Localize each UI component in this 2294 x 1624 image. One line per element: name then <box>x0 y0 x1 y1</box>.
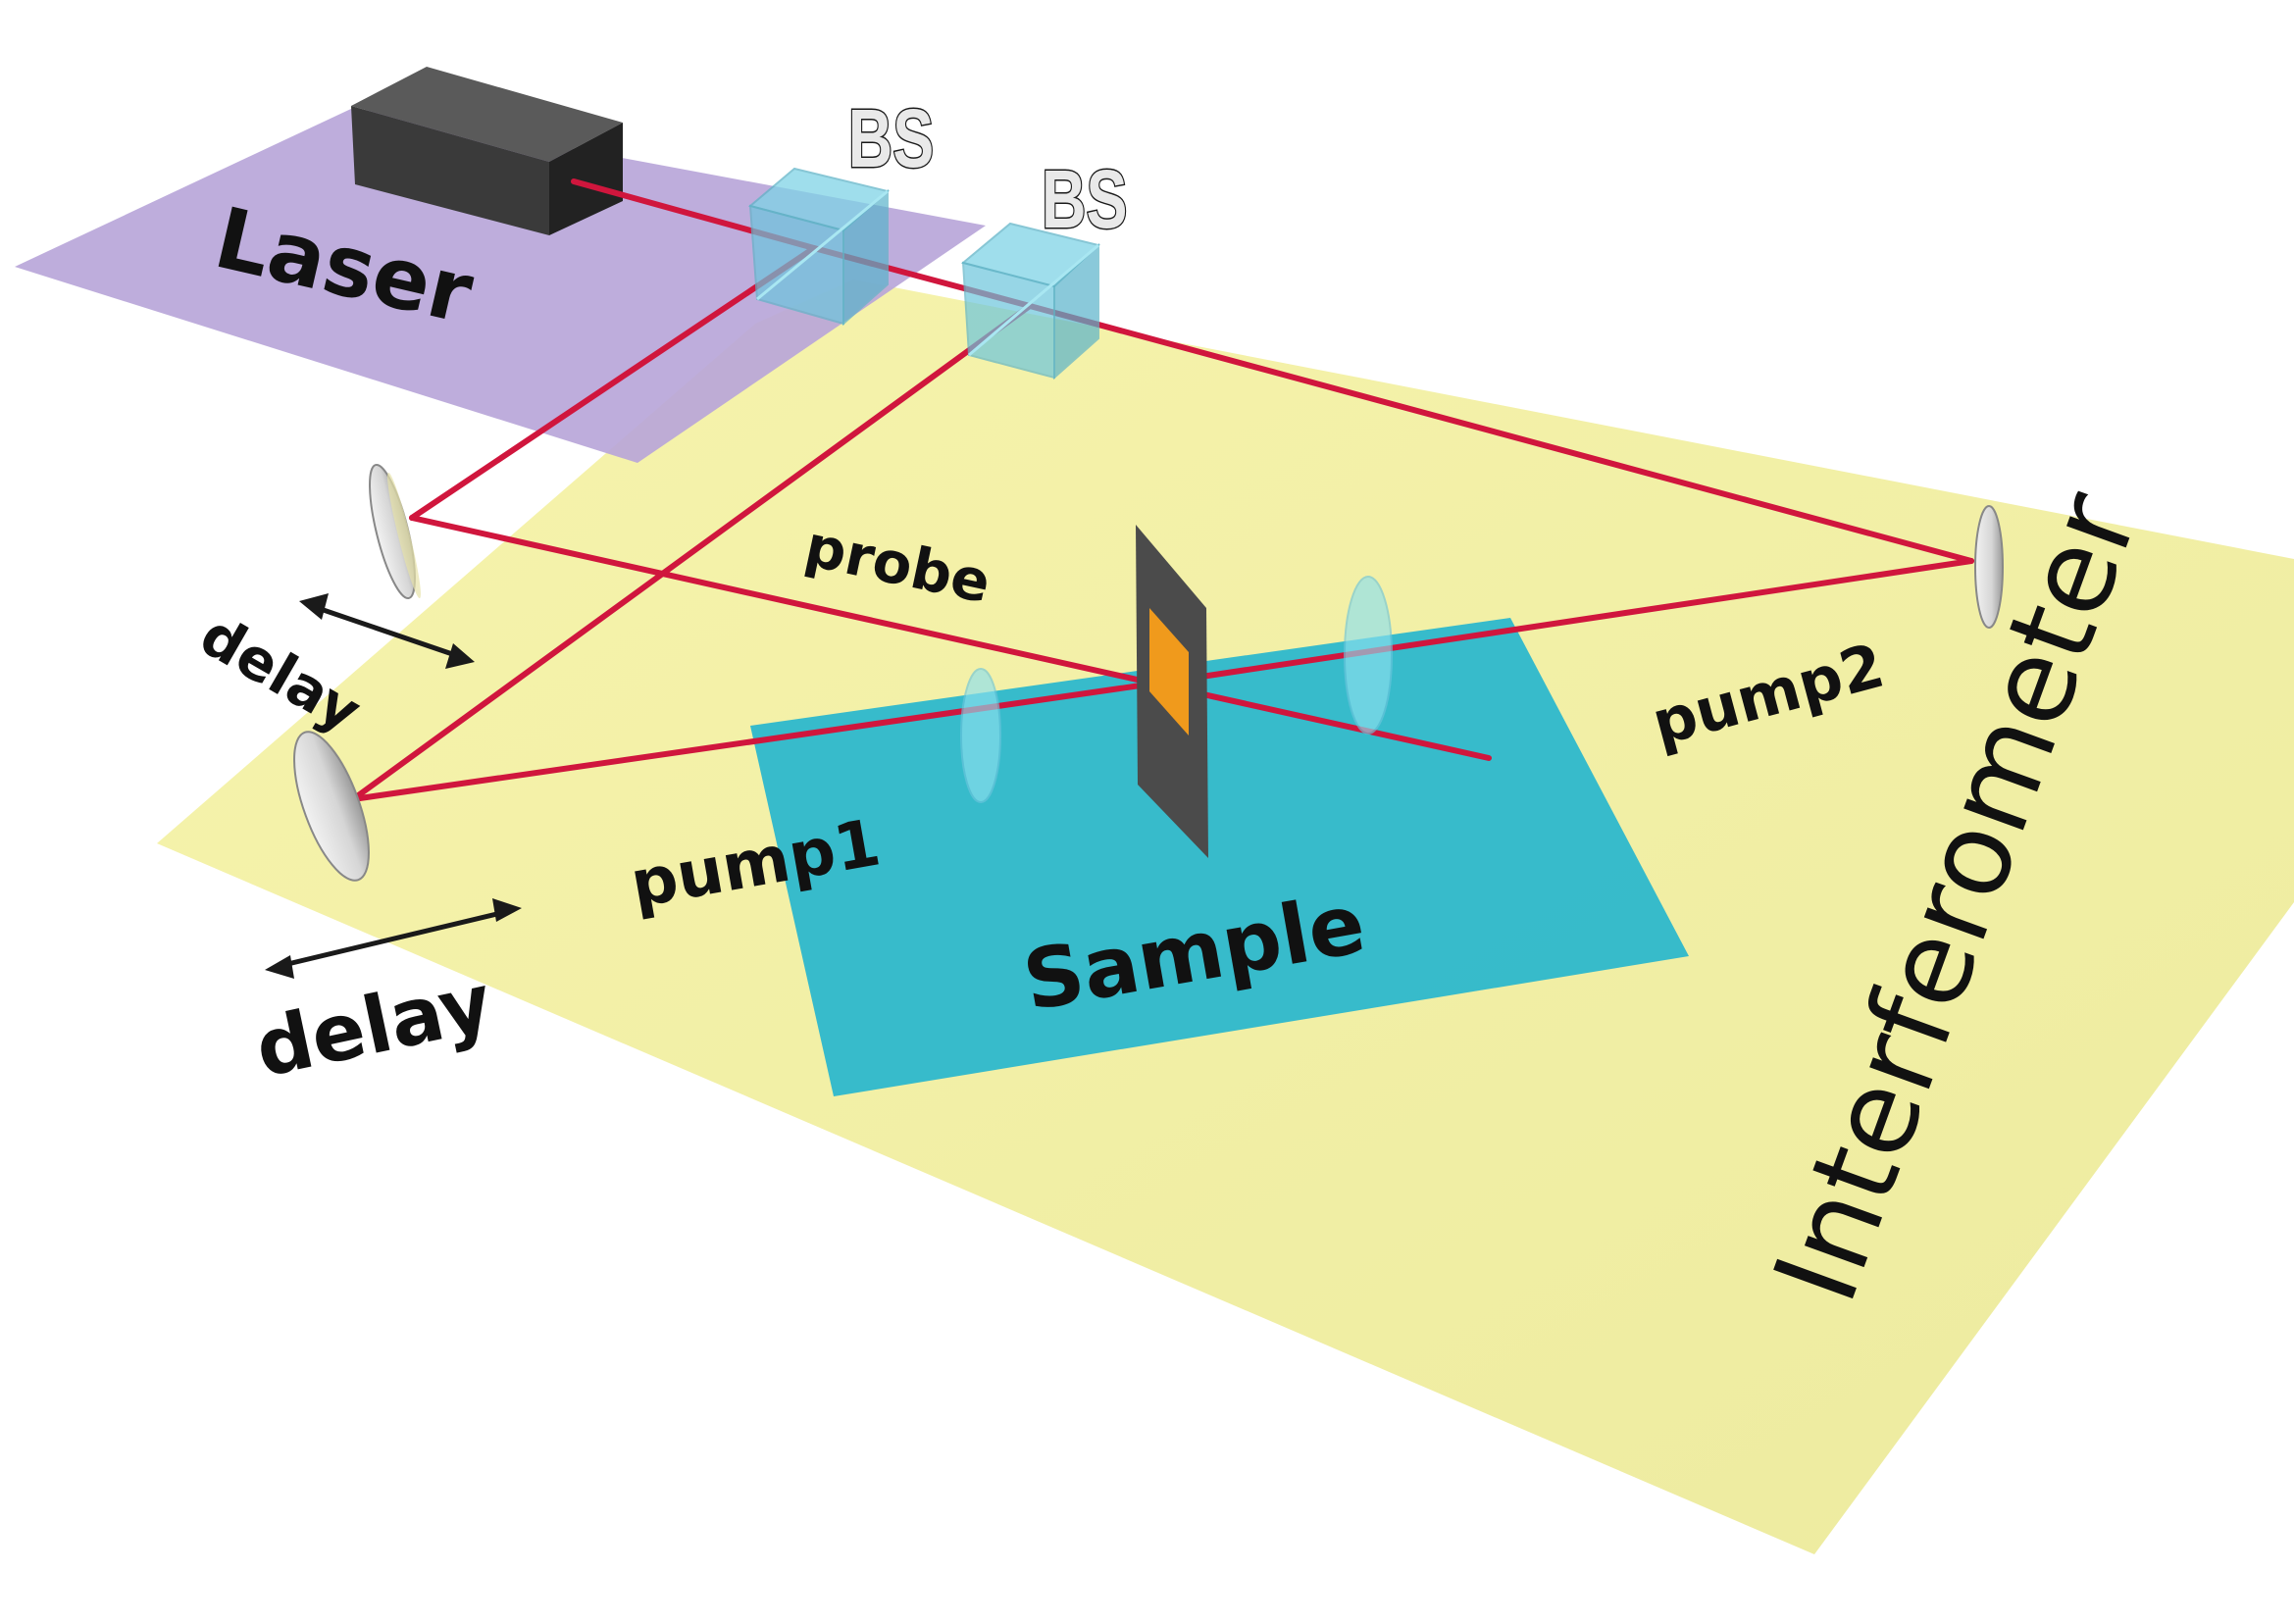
delay-arrow-bottom <box>265 898 522 979</box>
beam-splitter-1 <box>747 167 891 327</box>
bs1-label: BS <box>848 92 935 184</box>
lens-pump2 <box>1344 576 1393 735</box>
lens-pump1 <box>960 668 1001 803</box>
mirror-top-left <box>369 463 421 600</box>
mirror-bottom-left <box>293 731 370 882</box>
laser-source <box>351 67 623 235</box>
mirror-right <box>1974 505 2004 629</box>
sample-holder <box>1136 525 1208 858</box>
delay-bottom-label: delay <box>248 956 500 1094</box>
beam-splitter-2 <box>960 222 1101 381</box>
beam-paths <box>350 178 1974 802</box>
laser-table <box>15 108 986 463</box>
delay-top-label: delay <box>189 601 372 745</box>
bs2-label: BS <box>1042 153 1128 245</box>
delay-arrow-top <box>299 593 475 669</box>
